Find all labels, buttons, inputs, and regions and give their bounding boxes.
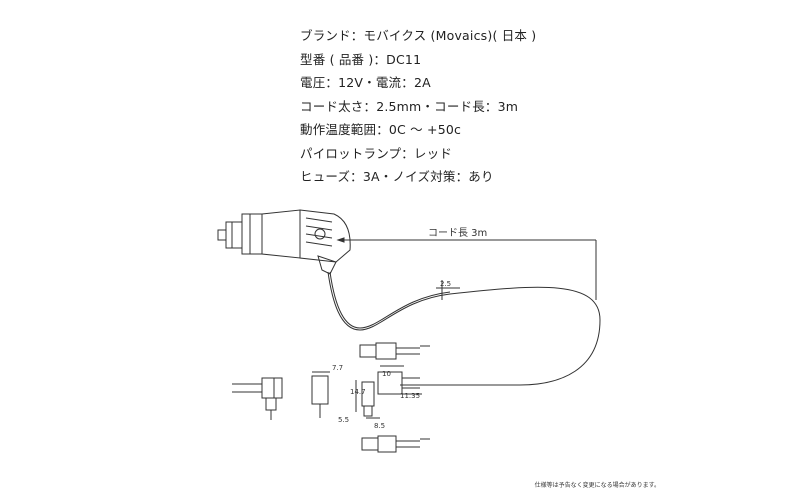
spec-voltage-current: 電圧：12V・電流：2A [300, 75, 431, 90]
dc-plug-bottom [361, 435, 430, 453]
cigarette-plug [217, 209, 351, 263]
dim-7-7: 7.7 [332, 364, 343, 372]
pilot-lamp-icon [314, 228, 326, 240]
dc-plug-angled-main [355, 365, 422, 419]
dim-8-5: 8.5 [374, 422, 385, 430]
spec-model: 型番 ( 品番 )：DC11 [300, 51, 422, 67]
dc-plug-angled-side [232, 377, 283, 420]
dim-14-7: 14.7 [350, 388, 366, 396]
dim-5-5: 5.5 [338, 416, 349, 424]
dim-thickness: 2.5 [440, 280, 451, 288]
dim-11-35: 11.35 [400, 392, 420, 400]
cord-length-label: コード長 3m [428, 227, 487, 239]
dc-plug-angled-front [311, 371, 330, 418]
cable-line [327, 271, 601, 386]
spec-fuse: ヒューズ：3A・ノイズ対策：あり [300, 169, 494, 184]
spec-temperature: 動作温度範囲：0C ～ +50c [300, 122, 462, 137]
spec-cord: コード太さ：2.5mm・コード長：3m [300, 98, 519, 114]
dc-plug-straight [359, 342, 430, 360]
spec-list: ブランド：モバイクス (Movaics)( 日本 ) 型番 ( 品番 )：DC1… [300, 24, 536, 189]
dim-10: 10 [382, 370, 391, 378]
footnote: 仕様等は予告なく変更になる場合があります。 [534, 482, 660, 489]
spec-brand: ブランド：モバイクス (Movaics)( 日本 ) [300, 28, 537, 43]
spec-pilot-lamp: パイロットランプ：レッド [300, 145, 453, 161]
